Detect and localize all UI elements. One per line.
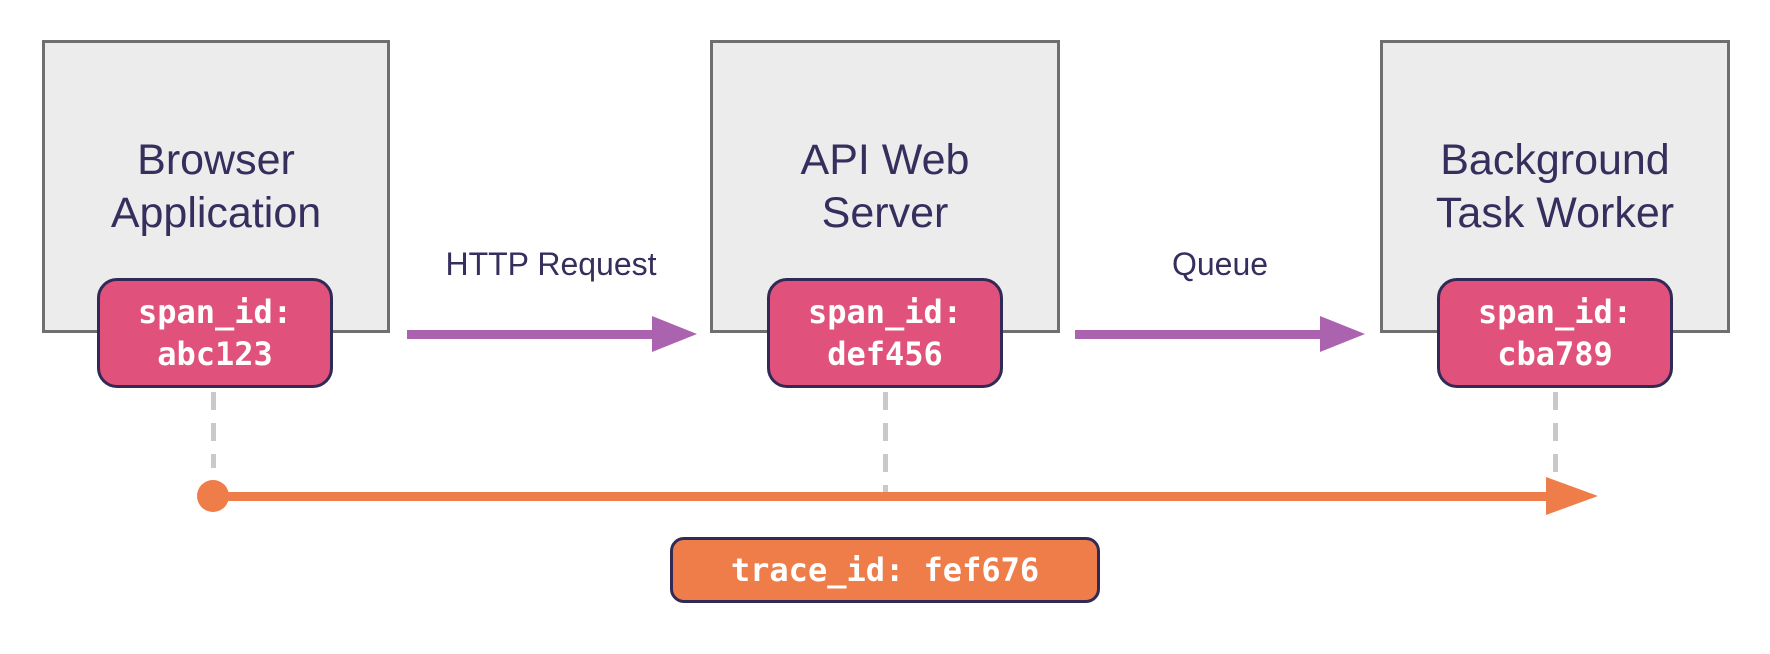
dashed-connector-def456 xyxy=(883,392,888,500)
box-browser-application-label: Browser Application xyxy=(110,135,322,237)
dashed-connector-abc123 xyxy=(211,392,216,468)
span-badge-abc123-text: span_id: abc123 xyxy=(137,293,293,373)
queue-arrow-label: Queue xyxy=(1171,246,1269,282)
queue-arrow-shaft xyxy=(1075,330,1323,339)
trace-timeline-arrowhead-icon xyxy=(1546,477,1598,515)
trace-timeline-shaft xyxy=(213,492,1546,501)
span-badge-def456-text: span_id: def456 xyxy=(807,293,963,373)
trace-id-badge-text: trace_id: fef676 xyxy=(730,551,1040,589)
queue-arrowhead-icon xyxy=(1320,316,1365,352)
http-request-arrow-label: HTTP Request xyxy=(445,246,657,282)
span-badge-cba789-text: span_id: cba789 xyxy=(1477,293,1633,373)
trace-id-badge: trace_id: fef676 xyxy=(670,537,1100,603)
span-badge-abc123: span_id: abc123 xyxy=(97,278,333,388)
box-background-task-worker-label: Background Task Worker xyxy=(1435,135,1675,237)
span-badge-def456: span_id: def456 xyxy=(767,278,1003,388)
http-request-arrow-shaft xyxy=(407,330,655,339)
dashed-connector-cba789 xyxy=(1553,392,1558,476)
http-request-arrowhead-icon xyxy=(652,316,697,352)
box-api-web-server-label: API Web Server xyxy=(800,135,970,237)
box-background-task-worker: Background Task Worker xyxy=(1380,40,1730,333)
span-badge-cba789: span_id: cba789 xyxy=(1437,278,1673,388)
